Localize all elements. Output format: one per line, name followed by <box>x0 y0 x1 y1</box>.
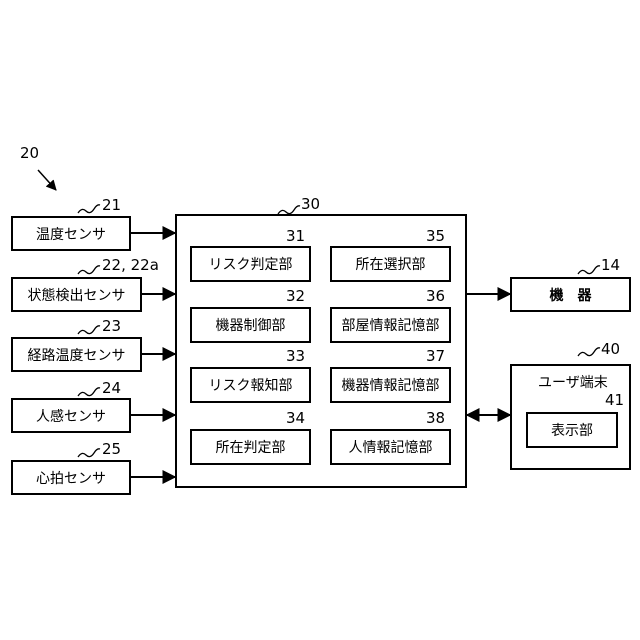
unit-label: 所在判定部 <box>216 437 286 457</box>
sensor-box-temperature: 温度センサ <box>11 216 131 251</box>
sensor-box-heart-rate: 心拍センサ <box>11 460 131 495</box>
ref-number: 21 <box>102 198 121 213</box>
ref-number: 14 <box>601 258 620 273</box>
sensor-label: 経路温度センサ <box>28 345 126 365</box>
ref-number: 36 <box>426 289 445 304</box>
unit-location-judgment: 所在判定部 <box>190 429 311 465</box>
ref-number: 37 <box>426 349 445 364</box>
ref-number: 38 <box>426 411 445 426</box>
device-label: 機 器 <box>550 285 592 305</box>
ref-number: 32 <box>286 289 305 304</box>
unit-label: 所在選択部 <box>356 254 426 274</box>
ref-number: 33 <box>286 349 305 364</box>
sensor-box-state-detection: 状態検出センサ <box>11 277 142 312</box>
unit-label: 部屋情報記憶部 <box>342 315 440 335</box>
ref-number: 23 <box>102 319 121 334</box>
unit-location-selection: 所在選択部 <box>330 246 451 282</box>
device-box: 機 器 <box>510 277 631 312</box>
sensor-label: 心拍センサ <box>36 468 106 488</box>
ref-number: 34 <box>286 411 305 426</box>
unit-label: 機器情報記憶部 <box>342 375 440 395</box>
ref-number: 22, 22a <box>102 258 159 273</box>
display-unit-box: 表示部 <box>526 412 618 448</box>
sensor-box-path-temperature: 経路温度センサ <box>11 337 142 372</box>
ref-number: 31 <box>286 229 305 244</box>
unit-room-info-storage: 部屋情報記憶部 <box>330 307 451 343</box>
sensor-label: 温度センサ <box>36 224 106 244</box>
figure-pointer-arrow <box>38 170 56 190</box>
ref-number: 35 <box>426 229 445 244</box>
display-unit-label: 表示部 <box>551 420 593 440</box>
sensor-label: 状態検出センサ <box>28 285 126 305</box>
unit-label: 機器制御部 <box>216 315 286 335</box>
sensor-box-motion: 人感センサ <box>11 398 131 433</box>
unit-label: リスク判定部 <box>209 254 293 274</box>
unit-device-control: 機器制御部 <box>190 307 311 343</box>
unit-risk-judgment: リスク判定部 <box>190 246 311 282</box>
unit-device-info-storage: 機器情報記憶部 <box>330 367 451 403</box>
sensor-label: 人感センサ <box>36 406 106 426</box>
ref-number: 25 <box>102 442 121 457</box>
ref-number: 40 <box>601 342 620 357</box>
ref-number: 41 <box>605 393 624 408</box>
ref-number: 24 <box>102 381 121 396</box>
figure-number: 20 <box>20 146 39 161</box>
unit-risk-notification: リスク報知部 <box>190 367 311 403</box>
unit-label: リスク報知部 <box>209 375 293 395</box>
user-terminal-label: ユーザ端末 <box>538 372 608 392</box>
unit-label: 人情報記憶部 <box>349 437 433 457</box>
unit-person-info-storage: 人情報記憶部 <box>330 429 451 465</box>
ref-number: 30 <box>301 197 320 212</box>
